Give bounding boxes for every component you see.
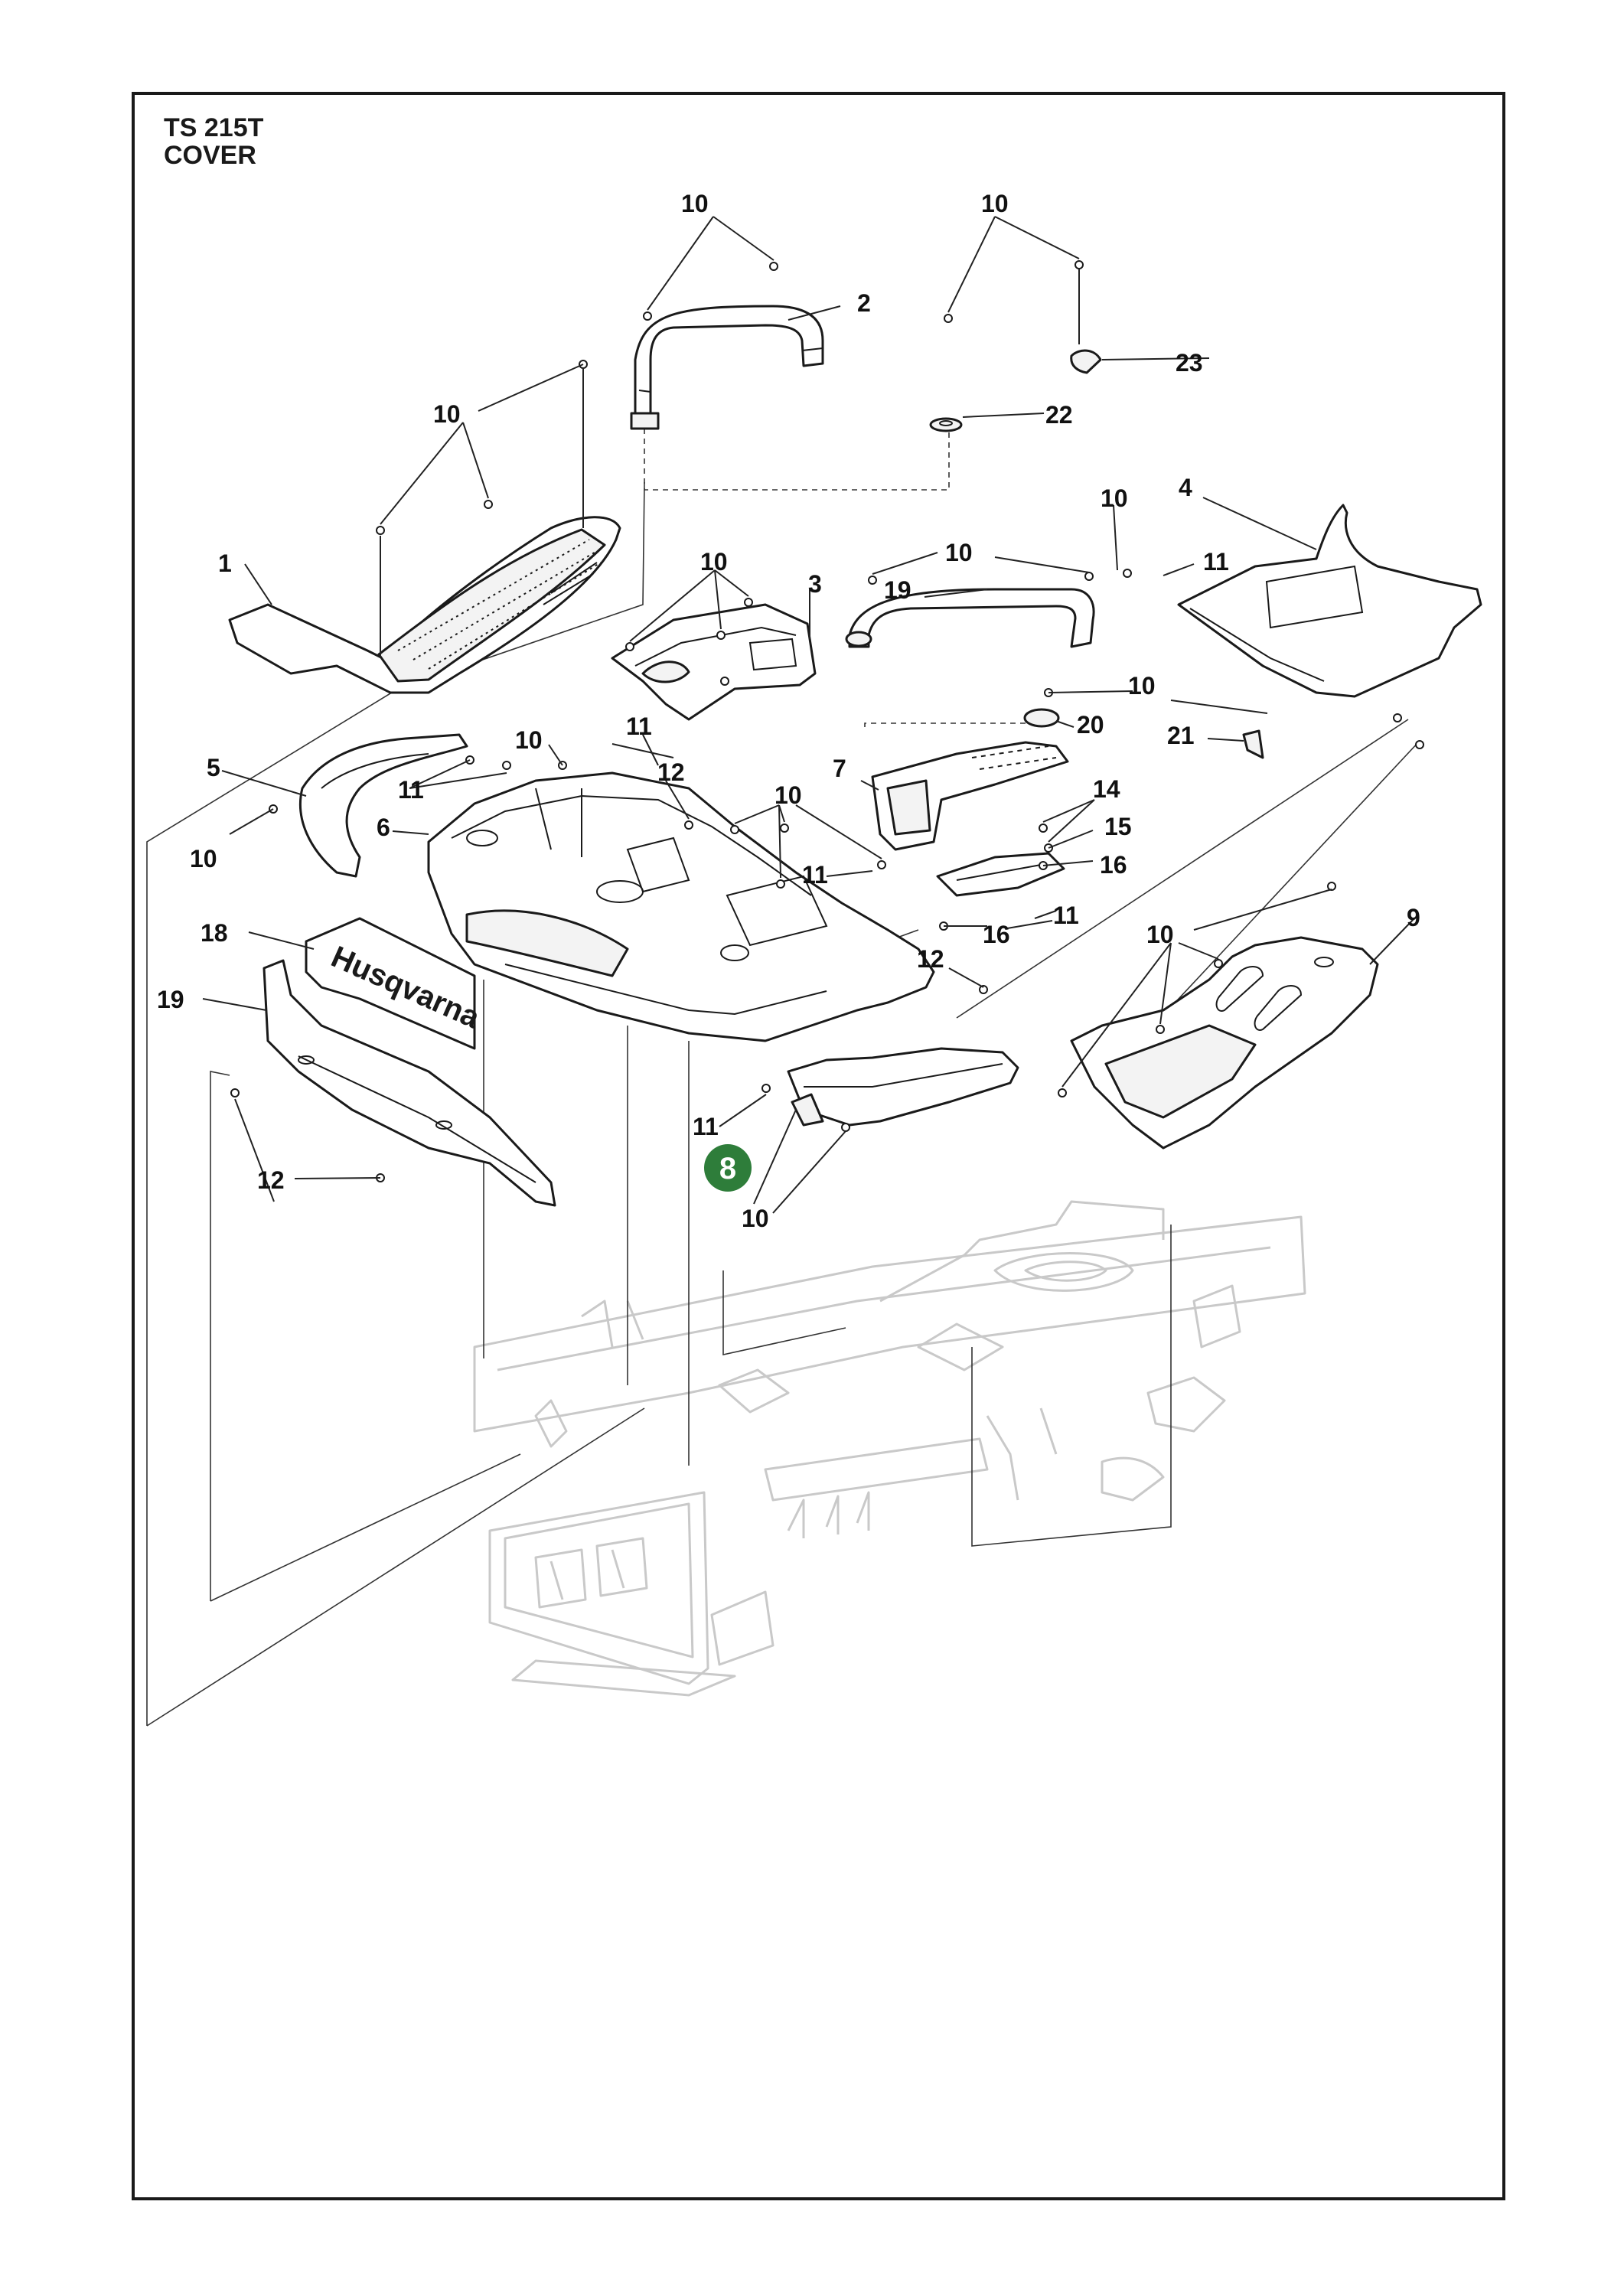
callout-6: 6	[377, 814, 390, 841]
callout-10: 10	[681, 190, 709, 217]
section-title: COVER	[164, 141, 256, 170]
part-2-handle	[630, 305, 824, 430]
callout-10: 10	[945, 539, 973, 566]
callout-20: 20	[1077, 711, 1104, 739]
part-8-front-fender	[787, 1047, 1019, 1127]
callout-10: 10	[515, 726, 543, 754]
callout-14: 15	[1104, 813, 1132, 840]
part-22-grommet	[929, 417, 963, 432]
callout-23: 23	[1176, 349, 1203, 377]
callout-21: 21	[1167, 722, 1195, 749]
part-21-clip	[1242, 729, 1264, 759]
callout-10: 10	[981, 190, 1009, 217]
callout-16: 16	[983, 921, 1010, 948]
part-23-cap	[1070, 349, 1102, 374]
chassis-ghost	[473, 1200, 1306, 1697]
callout-10: 10	[1101, 484, 1128, 512]
callout-11: 11	[802, 861, 828, 889]
callout-18: 18	[201, 919, 228, 947]
callout-17: 19	[884, 576, 911, 604]
part-1-left-footboard	[228, 516, 621, 694]
part-20-plug	[1023, 708, 1060, 728]
callout-11: 11	[1053, 902, 1079, 929]
callout-2: 2	[857, 289, 871, 317]
callout-10: 10	[774, 781, 802, 809]
part-4-rear-cover	[1177, 504, 1482, 698]
part-5-side-trim	[298, 733, 468, 878]
callout-8-highlight[interactable]: 8	[704, 1144, 752, 1192]
callout-10: 10	[1146, 921, 1174, 948]
callout-22: 22	[1045, 401, 1073, 429]
callout-19: 19	[157, 986, 184, 1013]
callout-10: 10	[1128, 672, 1156, 700]
callout-10: 10	[700, 548, 728, 576]
callout-3: 3	[808, 570, 822, 598]
part-19-front-lower-panel	[263, 959, 556, 1207]
callout-12: 12	[917, 945, 944, 973]
highlight-label: 8	[719, 1152, 736, 1186]
callout-11: 11	[693, 1113, 719, 1140]
callout-15: 16	[1100, 851, 1127, 879]
callout-13: 14	[1093, 775, 1120, 803]
part-6-main-body	[427, 771, 935, 1042]
highlight-badge[interactable]	[704, 1144, 752, 1192]
callout-11: 11	[1203, 548, 1229, 576]
callout-11: 11	[626, 713, 652, 740]
model-title: TS 215T	[164, 113, 264, 142]
part-17-rear-handle	[845, 588, 1095, 648]
part-3-console-cover	[611, 603, 817, 721]
part-7-cup-holder	[871, 741, 1069, 851]
callout-12: 12	[257, 1166, 285, 1194]
callout-5: 5	[207, 754, 220, 781]
callout-10: 10	[433, 400, 461, 428]
callout-11: 11	[398, 776, 424, 804]
diagram-frame	[132, 92, 1505, 2200]
callout-4: 4	[1179, 474, 1192, 501]
callout-10: 10	[190, 845, 217, 872]
part-15-bracket	[936, 852, 1065, 897]
callout-9: 9	[1407, 904, 1420, 931]
callout-10: 10	[742, 1205, 769, 1232]
callout-labels: 10 2 10 23 22 10 10 4 1 10 3 10 11 19 10…	[157, 190, 1420, 1232]
leader-lines	[202, 216, 1415, 1214]
callout-1: 1	[218, 550, 232, 577]
callout-7: 7	[833, 755, 846, 782]
callout-12: 12	[657, 758, 685, 786]
guide-lines	[146, 429, 1420, 1727]
part-9-right-footboard	[1070, 936, 1379, 1150]
